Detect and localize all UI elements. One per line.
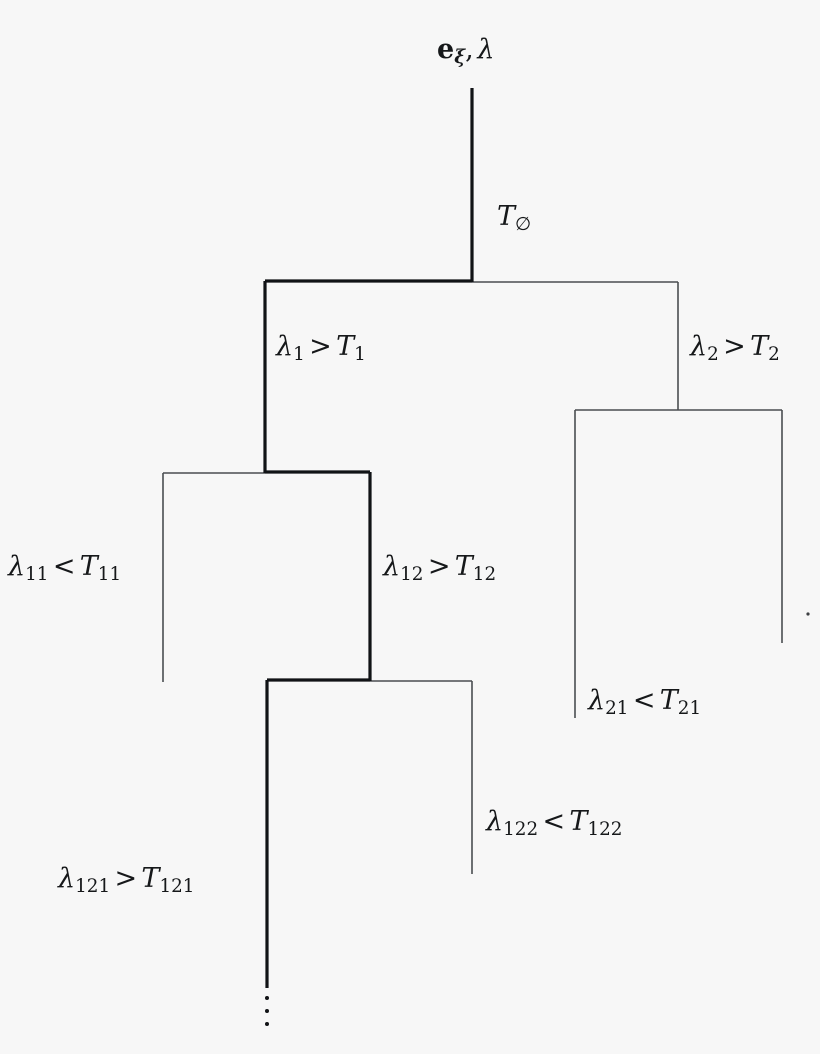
rhs-symbol: T (336, 331, 355, 362)
rhs-symbol: T (569, 806, 588, 837)
lhs-symbol: λ (383, 551, 401, 582)
ellipsis-dot (264, 996, 269, 1000)
thick-edges (263, 88, 474, 988)
root-comma: , (465, 34, 474, 65)
rhs-subscript: 122 (587, 819, 623, 841)
rhs-subscript: 1 (354, 344, 366, 366)
stray-dot-mark (806, 612, 810, 616)
lhs-subscript: 122 (503, 819, 539, 841)
trunk-threshold-label: T∅ (497, 201, 531, 234)
root-symbol-e: e (437, 34, 455, 65)
lhs-subscript: 11 (25, 564, 49, 586)
root-label: eξ,λ (437, 34, 495, 67)
label-branch-21: λ21<T21 (588, 685, 701, 718)
rhs-symbol: T (454, 551, 473, 582)
relation-operator: > (309, 331, 332, 362)
lhs-subscript: 1 (293, 344, 305, 366)
rhs-subscript: 12 (472, 564, 497, 586)
lhs-subscript: 121 (75, 876, 111, 898)
lhs-symbol: λ (276, 331, 294, 362)
relation-operator: > (114, 863, 138, 894)
rhs-symbol: T (659, 685, 678, 716)
rhs-symbol: T (141, 863, 160, 894)
vertical-ellipsis-icon (262, 996, 271, 1036)
lhs-symbol: λ (58, 863, 76, 894)
label-level3-left: λ121>T121 (58, 863, 194, 896)
relation-operator: < (52, 551, 76, 582)
trunk-symbol-subscript: ∅ (515, 214, 532, 236)
root-symbol-e-subscript: ξ (454, 47, 466, 69)
trunk-symbol-t: T (497, 201, 516, 232)
lhs-subscript: 2 (707, 344, 719, 366)
label-level1-right: λ2>T2 (690, 331, 780, 364)
lhs-symbol: λ (8, 551, 26, 582)
ellipsis-dot (264, 1022, 269, 1026)
relation-operator: > (723, 331, 746, 362)
lhs-symbol: λ (486, 806, 504, 837)
rhs-symbol: T (750, 331, 769, 362)
lhs-subscript: 21 (605, 698, 629, 720)
rhs-subscript: 11 (97, 564, 122, 586)
relation-operator: < (632, 685, 656, 716)
lhs-symbol: λ (588, 685, 606, 716)
ellipsis-dot (264, 1009, 269, 1013)
rhs-symbol: T (79, 551, 98, 582)
rhs-subscript: 21 (677, 698, 702, 720)
label-level3-right: λ122<T122 (486, 806, 622, 839)
label-level2-left: λ11<T11 (8, 551, 121, 584)
lhs-subscript: 12 (400, 564, 424, 586)
thin-edges (162, 281, 783, 874)
label-level1-left: λ1>T1 (276, 331, 366, 364)
rhs-subscript: 2 (768, 344, 780, 366)
label-level2-right: λ12>T12 (383, 551, 496, 584)
relation-operator: > (427, 551, 451, 582)
root-symbol-lambda: λ (477, 34, 495, 65)
relation-operator: < (542, 806, 566, 837)
lhs-symbol: λ (690, 331, 708, 362)
rhs-subscript: 121 (159, 876, 195, 898)
